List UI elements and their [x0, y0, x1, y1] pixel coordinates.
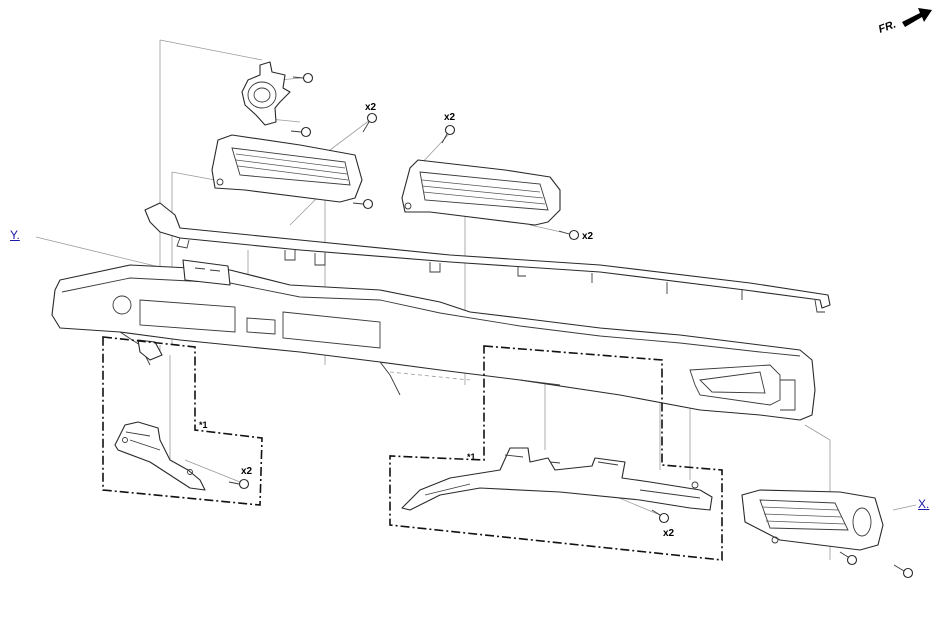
- zone-center-bracket: [389, 345, 723, 561]
- qty-screw-left-bracket: x2: [241, 466, 253, 477]
- link-x[interactable]: X.: [918, 497, 930, 511]
- screw-center-bracket: [651, 509, 670, 524]
- instrument-panel: [51, 264, 816, 421]
- qty-screw-center-bracket: x2: [663, 528, 675, 539]
- link-y[interactable]: Y.: [10, 228, 20, 242]
- zone-left-bracket: [102, 336, 263, 506]
- note-left-zone: *1: [199, 420, 208, 430]
- left-corner-clip: [137, 339, 163, 361]
- svg-text:FR.: FR.: [877, 18, 898, 35]
- screw-cluster-top: [292, 72, 314, 84]
- screw-right-vent-top: [441, 124, 456, 144]
- center-vent-right: [401, 159, 561, 226]
- center-vent-left: [211, 134, 363, 203]
- front-arrow-icon: [902, 8, 932, 27]
- screw-right-vent-side: [558, 229, 580, 241]
- cluster-piece: [241, 61, 291, 126]
- qty-screw-right-vent-top: x2: [444, 112, 456, 123]
- upper-retainer-strip: [144, 202, 831, 309]
- front-direction-indicator: FR.: [877, 8, 932, 36]
- qty-screw-right-vent-side: x2: [582, 231, 594, 242]
- screw-cluster-bottom: [290, 126, 312, 138]
- switch-panel-detail: [194, 267, 221, 272]
- left-bracket: [114, 421, 206, 491]
- strip-clips: [176, 237, 825, 313]
- screw-cluster-diag: [362, 112, 378, 133]
- screw-side-vent-right: [893, 564, 914, 579]
- panel-vent-openings: [112, 295, 796, 411]
- screw-center-vent: [352, 198, 374, 210]
- small-switch-panel-y: [182, 259, 231, 286]
- screw-left-bracket: [228, 478, 250, 490]
- center-lower-bracket: [401, 447, 713, 511]
- screw-side-vent-low: [839, 551, 858, 566]
- qty-screw-cluster: x2: [365, 102, 377, 113]
- note-center-zone: *1: [467, 452, 476, 462]
- side-vent-x: [741, 489, 884, 551]
